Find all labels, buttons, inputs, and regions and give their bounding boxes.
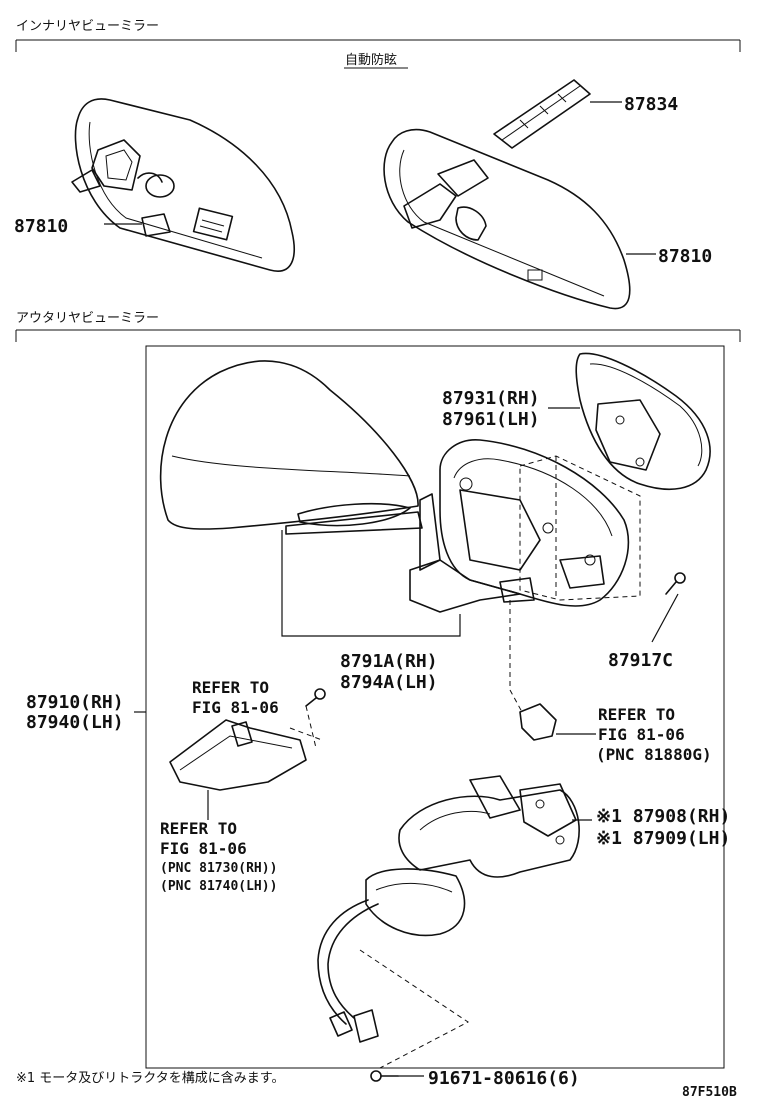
mirror-glass <box>575 352 711 491</box>
part-87909-lh: ※1 87909(LH) <box>596 828 730 849</box>
outer-mirror-assembly-frame <box>145 345 725 1069</box>
bolt-91671 <box>370 1070 399 1082</box>
part-87810-right: 87810 <box>658 246 712 267</box>
part-87908-rh: ※1 87908(RH) <box>596 806 730 827</box>
screw-87917c <box>665 572 686 595</box>
footnote: ※1 モータ及びリトラクタを構成に含みます。 <box>16 1070 284 1086</box>
harness-dashed-link <box>359 949 469 1069</box>
inner-mirror-standard <box>71 98 295 272</box>
ref-lamp-line1: REFER TO <box>160 819 237 838</box>
ref-screw-line2: FIG 81-06 <box>192 698 279 717</box>
part-87810-left: 87810 <box>14 216 68 237</box>
ref-lamp-line2: FIG 81-06 <box>160 839 247 858</box>
ref-screw-line1: REFER TO <box>192 678 269 697</box>
leader-8791a <box>281 530 461 637</box>
part-87940-lh: 87940(LH) <box>26 712 124 733</box>
ref-lamp-pnc-lh: (PNC 81740(LH)) <box>160 879 277 894</box>
mirror-cover-87834 <box>493 79 591 149</box>
part-87917c: 87917C <box>608 650 673 671</box>
turn-lamp-dashed-link <box>289 705 323 749</box>
glass-mounting-dashed-outline <box>519 455 641 601</box>
turn-signal-lamp <box>169 719 307 791</box>
leader-87917c <box>651 593 679 643</box>
inner-mirror-section-title: インナリヤビューミラー <box>16 19 159 34</box>
turn-lamp-screw <box>305 688 326 707</box>
inner-mirror-sensor-pad <box>141 213 171 237</box>
part-8794a-lh: 8794A(LH) <box>340 672 438 693</box>
outer-mirror-section-title: アウタリヤビューミラー <box>16 311 159 326</box>
ref-bulb-line2: FIG 81-06 <box>598 725 685 744</box>
wire-harness <box>317 899 379 1043</box>
part-87834: 87834 <box>624 94 678 115</box>
motor-retractor-assembly <box>365 775 580 937</box>
ref-lamp-pnc-rh: (PNC 81730(RH)) <box>160 861 277 876</box>
side-marker-bulb <box>519 703 557 741</box>
auto-dimming-label: 自動防眩 <box>345 52 397 68</box>
ref-bulb-pnc: (PNC 81880G) <box>596 745 712 764</box>
part-87910-rh: 87910(RH) <box>26 692 124 713</box>
figure-code: 87F510B <box>682 1085 737 1100</box>
bulb-dashed-link <box>509 600 523 713</box>
part-87931-rh: 87931(RH) <box>442 388 540 409</box>
part-8791a-rh: 8791A(RH) <box>340 651 438 672</box>
mirror-cover-shell <box>159 360 423 535</box>
inner-mirror-auto-dimming <box>383 128 631 310</box>
ref-bulb-line1: REFER TO <box>598 705 675 724</box>
part-91671-80616: 91671-80616(6) <box>428 1068 580 1089</box>
part-87961-lh: 87961(LH) <box>442 409 540 430</box>
mirror-housing <box>409 439 630 613</box>
